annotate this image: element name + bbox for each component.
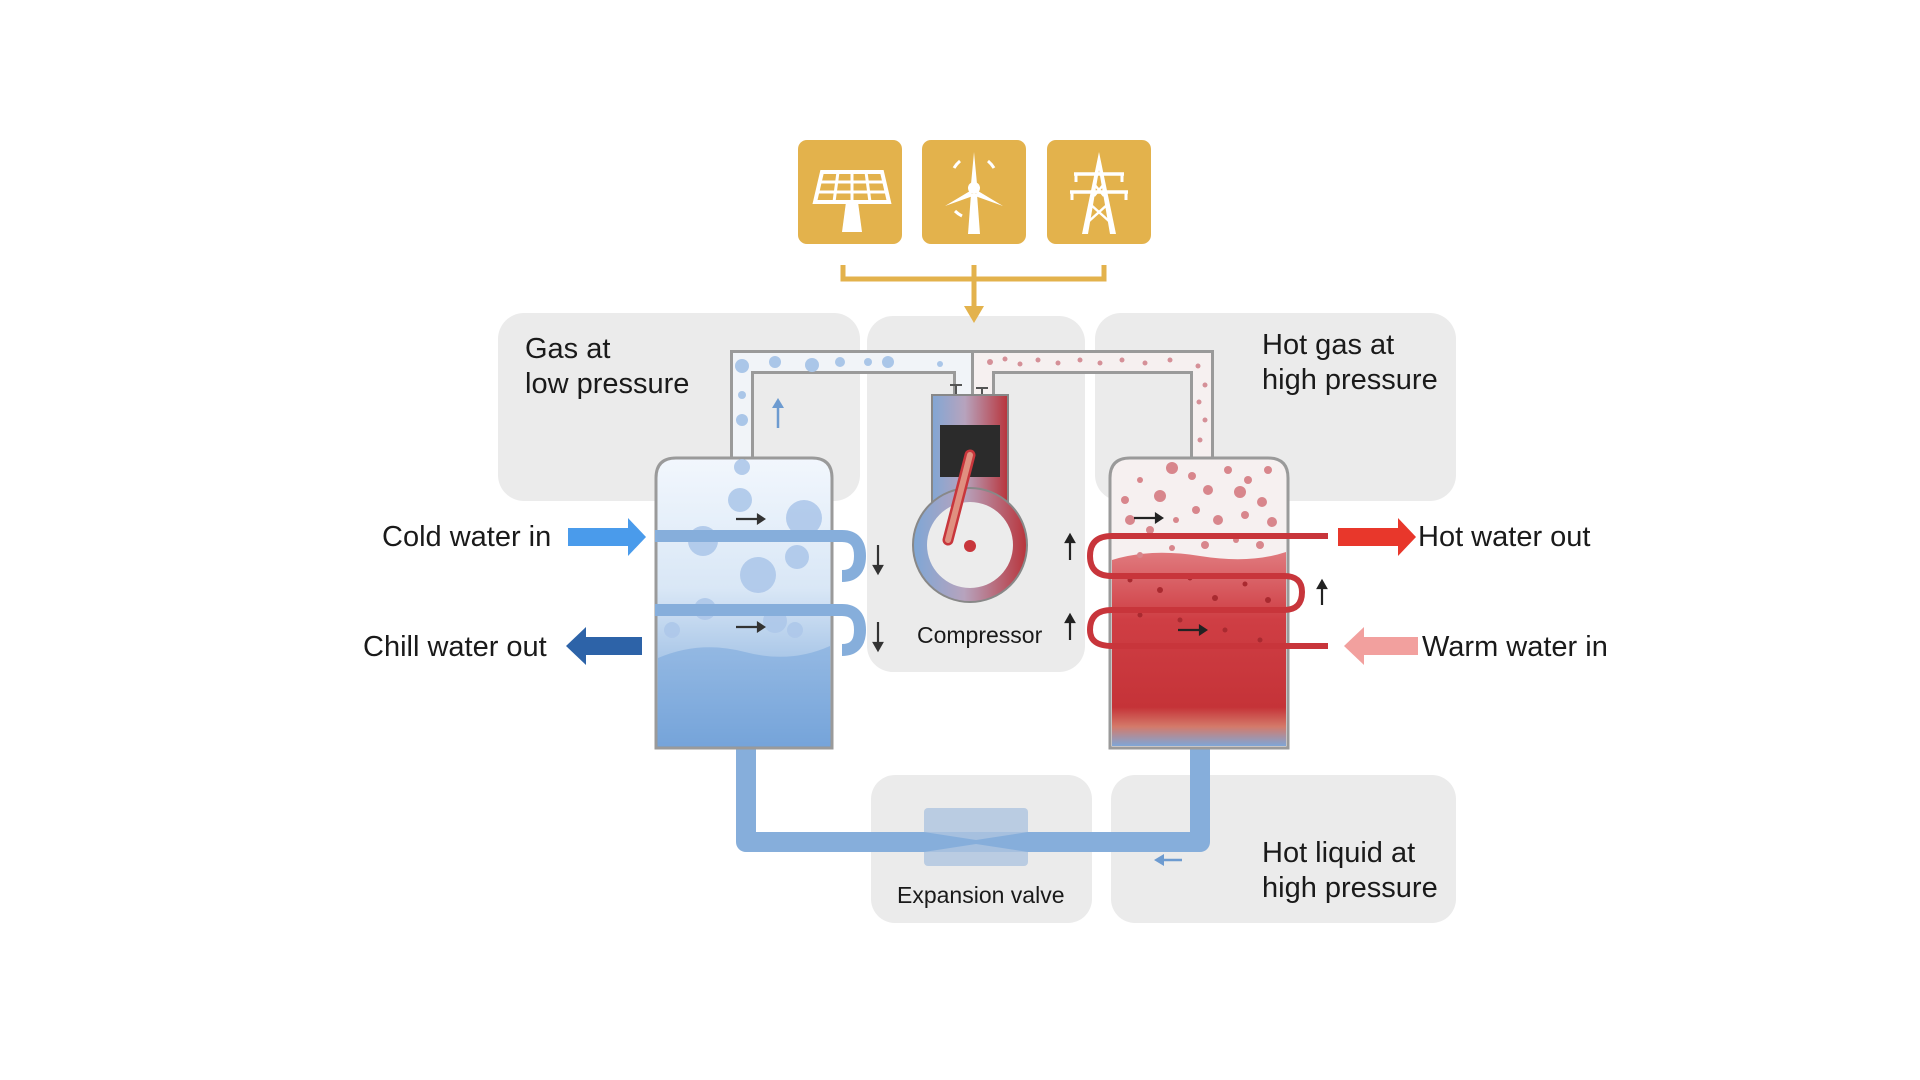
expansion-valve	[924, 808, 1028, 866]
gas-low-line1: Gas at	[525, 333, 611, 365]
power-feed-bracket	[840, 265, 1107, 323]
compressor-label: Compressor	[917, 622, 1043, 648]
gas-low-pressure-label: Gas at low pressure	[525, 332, 689, 402]
cold-water-in-label: Cold water in	[382, 521, 552, 553]
hot-gas-line2: high pressure	[1262, 363, 1438, 396]
hot-liquid-high-pressure-label: Hot liquid at high pressure	[1262, 836, 1438, 906]
refrigerant-loop	[730, 350, 1214, 866]
hot-liquid-line1: Hot liquid at	[1262, 837, 1416, 869]
hot-gas-line1: Hot gas at	[1262, 329, 1395, 361]
warm-water-in-label: Warm water in	[1422, 631, 1608, 663]
hot-water-out-label: Hot water out	[1418, 521, 1591, 553]
evaporator-tank	[654, 456, 884, 750]
chill-water-out-label: Chill water out	[363, 631, 547, 663]
cold-water-in-arrow	[568, 518, 646, 556]
power-pylon-icon	[1047, 140, 1151, 244]
flow-arrows	[772, 398, 1182, 866]
condenser-tank	[1064, 456, 1328, 750]
hot-liquid-line2: high pressure	[1262, 871, 1438, 904]
compressor-unit	[912, 384, 1028, 603]
gas-low-line2: low pressure	[525, 367, 690, 400]
solar-panel-icon	[798, 140, 902, 244]
expansion-valve-label: Expansion valve	[897, 882, 1065, 908]
wind-turbine-icon	[922, 140, 1026, 244]
hot-water-out-arrow	[1338, 518, 1416, 556]
water-arrows	[566, 518, 1418, 665]
chill-water-out-arrow	[566, 627, 642, 665]
hot-gas-high-pressure-label: Hot gas at high pressure	[1262, 328, 1438, 398]
warm-water-in-arrow	[1344, 627, 1418, 665]
energy-sources	[798, 140, 1151, 323]
